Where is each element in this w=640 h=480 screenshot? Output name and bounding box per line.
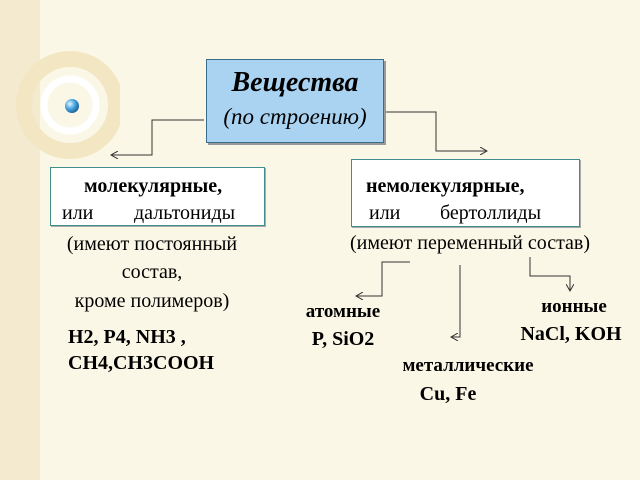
molecular-alt-name: дальтониды	[134, 202, 236, 224]
molecular-title: молекулярные,	[84, 175, 223, 197]
connector-ionic	[529, 257, 570, 290]
molecular-note-line3: кроме полимеров)	[74, 290, 230, 312]
metallic-label: металлические	[402, 355, 534, 376]
metallic-examples: Cu, Fe	[419, 383, 477, 405]
connector-root-molecular	[112, 119, 204, 155]
molecular-note-line2: состав,	[121, 261, 183, 283]
connector-root-nonmolecular	[386, 111, 486, 151]
nonmolecular-box	[351, 159, 580, 227]
nonmolecular-note: (имеют переменный состав)	[349, 232, 591, 254]
nonmolecular-alt-word: или	[369, 202, 401, 224]
atomic-examples: P, SiO2	[311, 328, 375, 350]
molecular-box	[50, 167, 265, 226]
molecular-note-line1: (имеют постоянный	[66, 233, 238, 255]
molecular-alt-word: или	[62, 202, 94, 224]
ionic-label: ионные	[541, 296, 607, 317]
background-decoration	[0, 0, 120, 480]
connector-atomic	[357, 261, 410, 296]
atomic-label: атомные	[305, 301, 381, 322]
nonmolecular-alt-name: бертоллиды	[440, 202, 542, 224]
root-title: Вещества	[231, 67, 359, 98]
molecular-examples-line1: H2, P4, NH3 ,	[68, 326, 186, 348]
ionic-examples: NaCl, KOH	[520, 323, 622, 345]
nonmolecular-title: немолекулярные,	[366, 175, 525, 197]
molecular-examples-line2: CH4,CH3COOH	[68, 352, 215, 374]
connector-metallic	[452, 265, 461, 337]
root-subtitle: (по строению)	[223, 104, 367, 129]
root-node-box	[206, 59, 384, 143]
